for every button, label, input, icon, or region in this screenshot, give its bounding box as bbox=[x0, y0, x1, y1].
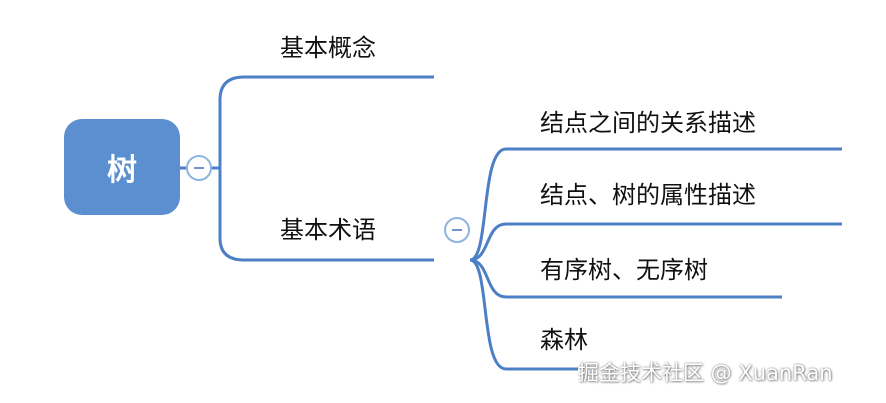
branch-basic-concept[interactable]: 基本概念 bbox=[280, 34, 376, 62]
connector-child-4 bbox=[469, 258, 578, 371]
child-node-2[interactable]: 结点、树的属性描述 bbox=[540, 181, 756, 209]
branch-basic-terms[interactable]: 基本术语 bbox=[280, 216, 376, 244]
child-node-1[interactable]: 结点之间的关系描述 bbox=[540, 109, 756, 137]
minus-circle-icon[interactable] bbox=[186, 155, 212, 181]
child-node-4[interactable]: 森林 bbox=[540, 326, 588, 354]
root-label: 树 bbox=[107, 153, 137, 188]
connector-child-3 bbox=[469, 258, 782, 299]
watermark-text: 掘金技术社区 @ XuanRan bbox=[578, 361, 833, 385]
connector-child-2 bbox=[469, 222, 842, 262]
root-node[interactable]: 树 bbox=[64, 119, 180, 215]
child-node-3[interactable]: 有序树、无序树 bbox=[540, 256, 708, 284]
minus-circle-icon[interactable] bbox=[444, 217, 470, 243]
connector-basic-terms bbox=[218, 168, 434, 262]
connector-child-1 bbox=[469, 147, 842, 262]
connector-basic-concept bbox=[212, 75, 434, 170]
